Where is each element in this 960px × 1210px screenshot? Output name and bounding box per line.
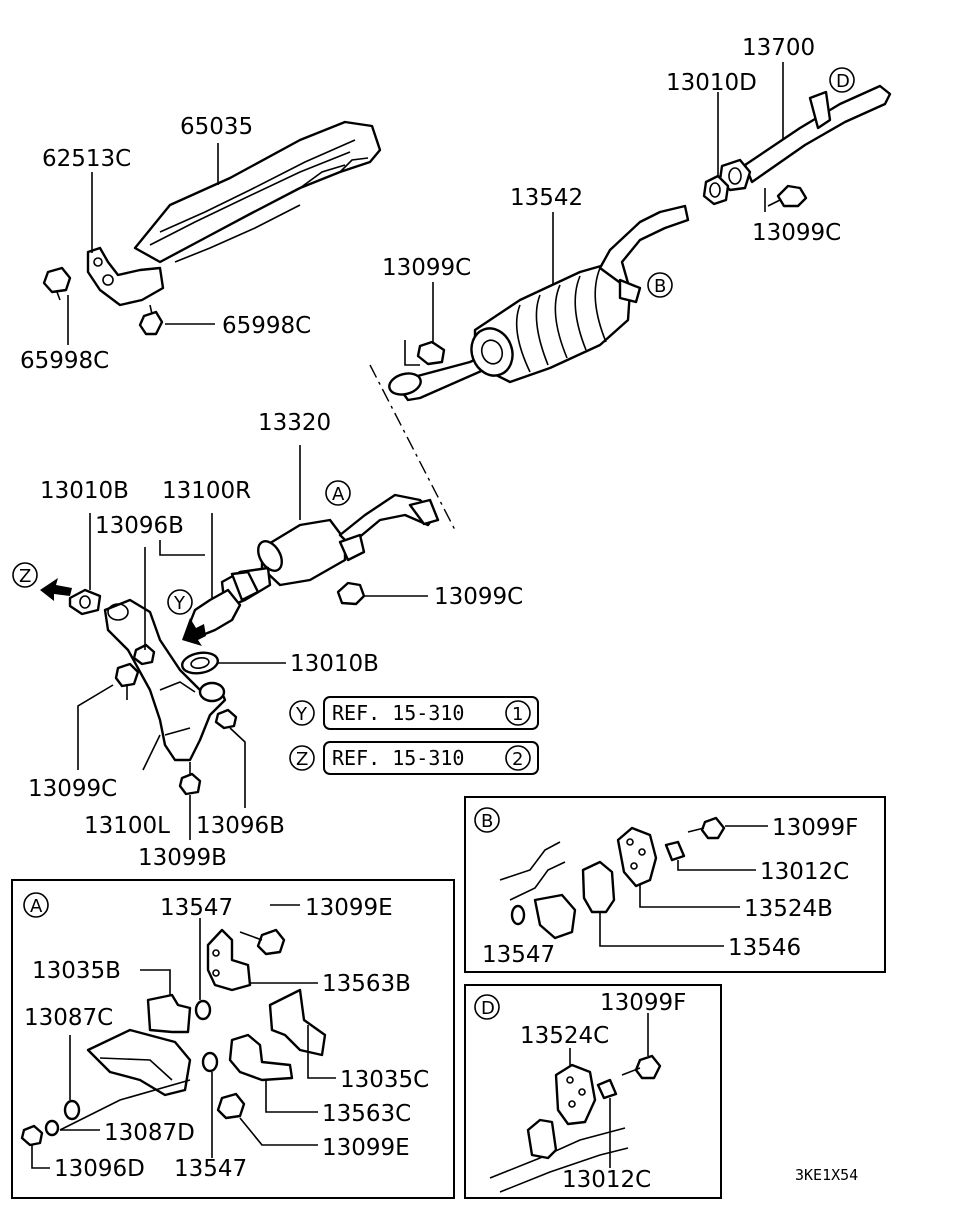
detail-box-D: D 13099F 13524C 13012C: [464, 984, 722, 1199]
callout-D: D: [829, 67, 855, 93]
label-13096B-low: 13096B: [196, 813, 285, 839]
svg-text:Z: Z: [19, 566, 31, 587]
detail-b-13012C: 13012C: [760, 859, 849, 885]
label-13096B-top: 13096B: [95, 513, 184, 539]
detail-b-13546: 13546: [728, 935, 801, 961]
callout-Y: Y: [167, 589, 193, 615]
label-62513C: 62513C: [42, 146, 131, 172]
svg-text:2: 2: [512, 749, 523, 770]
svg-text:Y: Y: [295, 704, 308, 725]
label-65035: 65035: [180, 114, 253, 140]
callout-B: B: [647, 272, 673, 298]
detail-a-13035B: 13035B: [32, 958, 121, 984]
label-65998C-left: 65998C: [20, 348, 109, 374]
bracket-62513C: [86, 246, 165, 307]
detail-a-13087C: 13087C: [24, 1005, 113, 1031]
nut-13096B-low: [214, 708, 238, 730]
bolt-13099C-top: [416, 340, 446, 366]
label-13010B-top: 13010B: [40, 478, 129, 504]
gasket-13010B-mid: [180, 651, 220, 675]
callout-A: A: [325, 480, 351, 506]
label-13099C-right: 13099C: [752, 220, 841, 246]
gasket-13010D: [702, 174, 730, 206]
detail-a-13035C: 13035C: [340, 1067, 429, 1093]
muffler-13542: [388, 204, 690, 402]
label-13010B-mid: 13010B: [290, 651, 379, 677]
detail-a-13087D: 13087D: [104, 1120, 195, 1146]
label-65998C-right: 65998C: [222, 313, 311, 339]
detail-a-13099E-top: 13099E: [305, 895, 393, 921]
callout-Z: Z: [12, 562, 38, 588]
svg-text:Z: Z: [296, 749, 308, 770]
label-13320: 13320: [258, 410, 331, 436]
detail-a-13547-low: 13547: [174, 1156, 247, 1182]
diagram-code: 3KE1X54: [795, 1166, 858, 1184]
svg-text:B: B: [654, 276, 666, 297]
bolt-13099C-low: [114, 662, 140, 700]
detail-box-A: A: [11, 879, 455, 1199]
label-13099C-top: 13099C: [382, 255, 471, 281]
detail-b-13547: 13547: [482, 942, 555, 968]
label-13542: 13542: [510, 185, 583, 211]
bolt-65998C-left: [42, 266, 72, 301]
detail-d-13099F: 13099F: [600, 990, 686, 1016]
label-13100L: 13100L: [84, 813, 170, 839]
bolt-13099B: [178, 762, 202, 796]
svg-text:D: D: [836, 71, 850, 92]
detail-b-13099F: 13099F: [772, 815, 858, 841]
detail-a-13547-top: 13547: [160, 895, 233, 921]
svg-text:D: D: [481, 998, 495, 1019]
nut-13096B-top: [132, 643, 156, 666]
detail-a-13563C: 13563C: [322, 1101, 411, 1127]
bolt-13099C-mid: [336, 581, 366, 606]
label-13700: 13700: [742, 35, 815, 61]
svg-text:B: B: [481, 811, 493, 832]
label-13099B: 13099B: [138, 845, 227, 871]
svg-text:A: A: [30, 896, 43, 917]
reference-z: Z REF. 15-310 2: [289, 741, 539, 775]
svg-text:REF. 15-310: REF. 15-310: [332, 746, 464, 770]
arrow-y-icon: [182, 618, 206, 646]
svg-text:1: 1: [512, 704, 523, 725]
detail-a-13563B: 13563B: [322, 971, 411, 997]
tail-pipe-13700: [718, 84, 892, 192]
label-13099C-low: 13099C: [28, 776, 117, 802]
bolt-65998C-right: [138, 304, 164, 336]
detail-a-13096D: 13096D: [54, 1156, 145, 1182]
detail-d-13524C: 13524C: [520, 1023, 609, 1049]
svg-text:Y: Y: [173, 593, 186, 614]
arrow-z-icon: [40, 578, 72, 601]
svg-text:REF. 15-310: REF. 15-310: [332, 701, 464, 725]
svg-text:A: A: [332, 484, 345, 505]
detail-box-B: B 13099F 13012C 13524B 13547 13546: [464, 796, 886, 973]
reference-y: Y REF. 15-310 1: [289, 696, 539, 730]
detail-b-13524B: 13524B: [744, 896, 833, 922]
gasket-13010B-top: [68, 588, 102, 616]
detail-a-13099E-low: 13099E: [322, 1135, 410, 1161]
bolt-13099C-right: [767, 184, 808, 208]
label-13100R: 13100R: [162, 478, 251, 504]
center-pipe-13320: [220, 493, 440, 610]
label-13099C-mid: 13099C: [434, 584, 523, 610]
manifold-pipes: [103, 598, 227, 762]
detail-d-13012C: 13012C: [562, 1167, 651, 1193]
heat-shield-65035: [133, 120, 382, 264]
label-13010D: 13010D: [666, 70, 757, 96]
